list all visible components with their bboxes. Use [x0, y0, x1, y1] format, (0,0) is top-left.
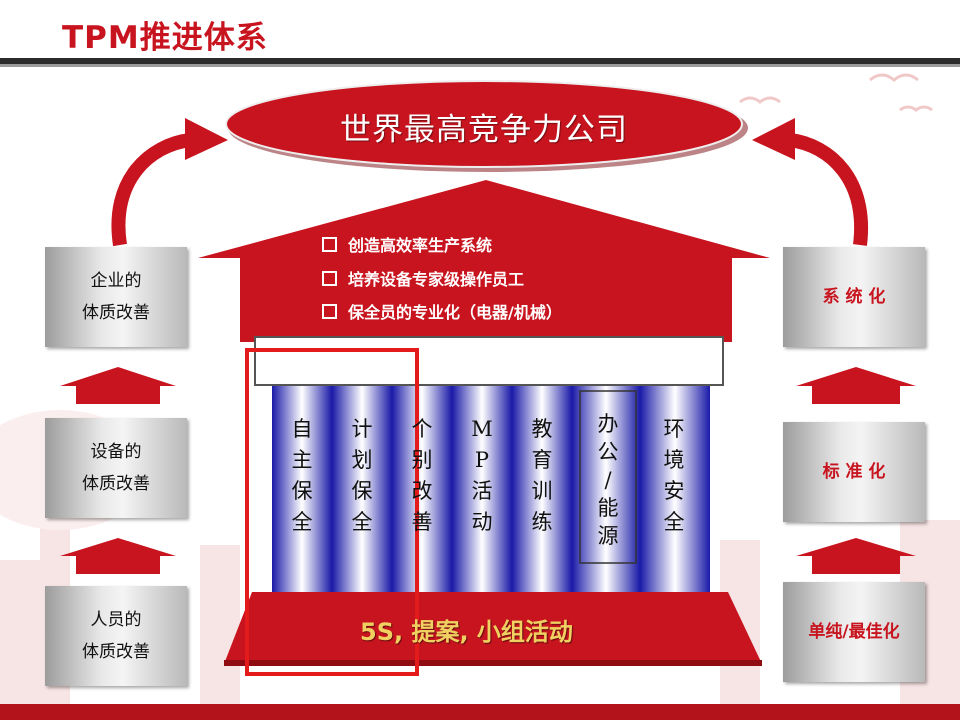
box-line: 体质改善	[82, 474, 150, 494]
page-title: TPM推进体系	[62, 20, 268, 56]
left-curved-arrow	[111, 133, 192, 247]
checkbox-icon	[322, 303, 337, 319]
right-curved-arrow-head	[752, 118, 795, 160]
left-box-enterprise: 企业的 体质改善	[45, 247, 187, 347]
left-box-personnel: 人员的 体质改善	[45, 586, 187, 686]
goal-text: 世界最高竞争力公司	[340, 112, 628, 148]
pillar-label: 自 主 保 全	[291, 417, 313, 534]
right-up-arrow-2	[796, 538, 916, 574]
pillar-label: M P 活 动	[471, 417, 493, 534]
roof-item-1: 创造高效率生产系统	[322, 232, 492, 256]
right-box-simplification: 单纯/最佳化	[783, 582, 925, 682]
roof	[198, 180, 770, 342]
left-curved-arrow-head	[185, 118, 228, 160]
pillar-outline-office	[579, 390, 637, 564]
beam	[254, 336, 724, 386]
title-divider-shadow	[0, 64, 960, 67]
box-line: 单纯/最佳化	[808, 622, 900, 642]
goal-oval	[225, 80, 743, 168]
roof-item-label: 培养设备专家级操作员工	[348, 270, 525, 289]
box-line: 体质改善	[82, 303, 150, 323]
box-line: 体质改善	[82, 642, 150, 662]
checkbox-icon	[322, 236, 337, 252]
box-line: 人员的	[90, 610, 142, 630]
roof-item-3: 保全员的专业化（电器/机械）	[322, 299, 562, 323]
pillars	[272, 386, 710, 592]
right-up-arrow-1	[796, 367, 916, 404]
right-box-systematization: 系 统 化	[783, 247, 925, 347]
roof-item-2: 培养设备专家级操作员工	[322, 266, 524, 290]
footer-bar	[0, 704, 960, 720]
box-line: 设备的	[90, 442, 142, 462]
right-curved-arrow	[788, 133, 869, 246]
title-divider	[0, 58, 960, 64]
right-box-standardization: 标 准 化	[783, 422, 925, 522]
pillar-label: 办 公 / 能 源	[597, 412, 619, 548]
pillar-label: 计 划 保 全	[351, 417, 373, 534]
pillar-label: 个 别 改 善	[411, 417, 433, 534]
box-line: 标 准 化	[822, 462, 886, 482]
box-line: 企业的	[90, 271, 142, 291]
left-up-arrow-2	[60, 538, 176, 574]
checkbox-icon	[322, 270, 337, 286]
base-text: 5S, 提案, 小组活动	[360, 618, 573, 646]
left-box-equipment: 设备的 体质改善	[45, 418, 187, 518]
left-up-arrow-1	[60, 367, 176, 404]
highlight-box	[245, 348, 419, 676]
roof-item-label: 创造高效率生产系统	[348, 236, 493, 255]
roof-item-label: 保全员的专业化（电器/机械）	[348, 303, 562, 322]
pillar-label: 环 境 安 全	[663, 417, 685, 534]
pillar-label: 教 育 训 练	[531, 417, 553, 534]
base	[224, 592, 762, 664]
box-line: 系 统 化	[822, 287, 886, 307]
